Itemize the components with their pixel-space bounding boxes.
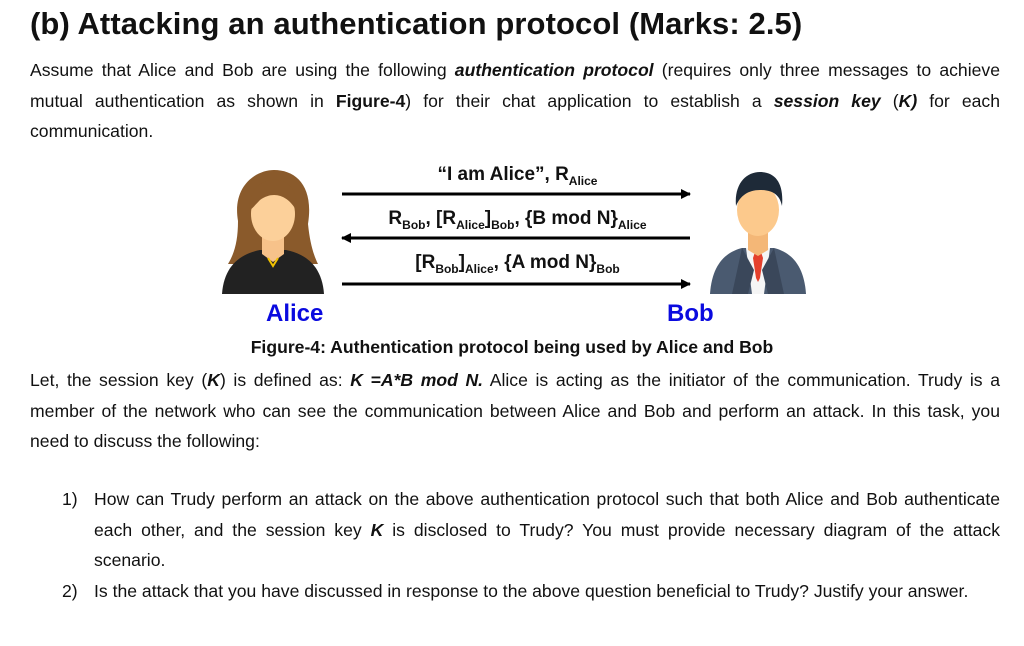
intro-text-5: for each communication. (30, 90, 1001, 142)
intro-text-1: Assume that Alice and Bob are using the … (30, 60, 455, 80)
figure-reference: Figure-4 (335, 90, 406, 111)
definition-text-2: ) is defined as: (219, 370, 351, 390)
message-arrows (341, 189, 691, 289)
bob-label: Bob (667, 300, 714, 327)
task-list: 1) How can Trudy perform an attack on th… (30, 484, 1000, 606)
figure-caption: Figure-4: Authentication protocol being … (250, 337, 774, 357)
bob-avatar-icon (710, 172, 806, 294)
definition-paragraph: Let, the session key (K) is defined as: … (30, 365, 1000, 457)
message-1: “I am Alice”, RAlice (437, 164, 598, 188)
intro-text-4: ( (880, 90, 899, 111)
alice-label: Alice (266, 300, 324, 327)
task-item: 2) Is the attack that you have discussed… (30, 576, 1000, 607)
key-symbol: K) (898, 90, 918, 111)
task-text: Is the attack that you have discussed in… (94, 580, 969, 601)
task-text: How can Trudy perform an attack on the a… (94, 489, 1000, 540)
message-3: [RBob]Alice, {A mod N}Bob (415, 252, 620, 276)
task-text: is disclosed to Trudy? You must provide … (94, 519, 1000, 571)
key-symbol: K (370, 519, 384, 540)
intro-text-2: (requires only three messages to achieve… (30, 60, 1000, 111)
session-key-term: session key (773, 90, 881, 111)
protocol-figure: “I am Alice”, RAlice RBob, [RAlice]Bob, … (0, 150, 1024, 365)
alice-avatar-icon (222, 170, 324, 294)
section-heading: (b) Attacking an authentication protocol… (30, 6, 803, 41)
protocol-term: authentication protocol (454, 60, 654, 80)
task-number: 2) (62, 580, 78, 601)
intro-paragraph: Assume that Alice and Bob are using the … (30, 55, 1000, 147)
intro-text-3: ) for their chat application to establis… (405, 90, 774, 111)
task-item: 1) How can Trudy perform an attack on th… (30, 484, 1000, 576)
key-symbol: K (207, 370, 220, 390)
message-2: RBob, [RAlice]Bob, {B mod N}Alice (388, 208, 647, 232)
definition-text-1: Let, the session key ( (30, 370, 208, 390)
definition-text-3: Alice is acting as the initiator of the … (30, 370, 1001, 451)
task-number: 1) (62, 489, 78, 509)
session-key-formula: K =A*B mod N. (350, 370, 484, 390)
